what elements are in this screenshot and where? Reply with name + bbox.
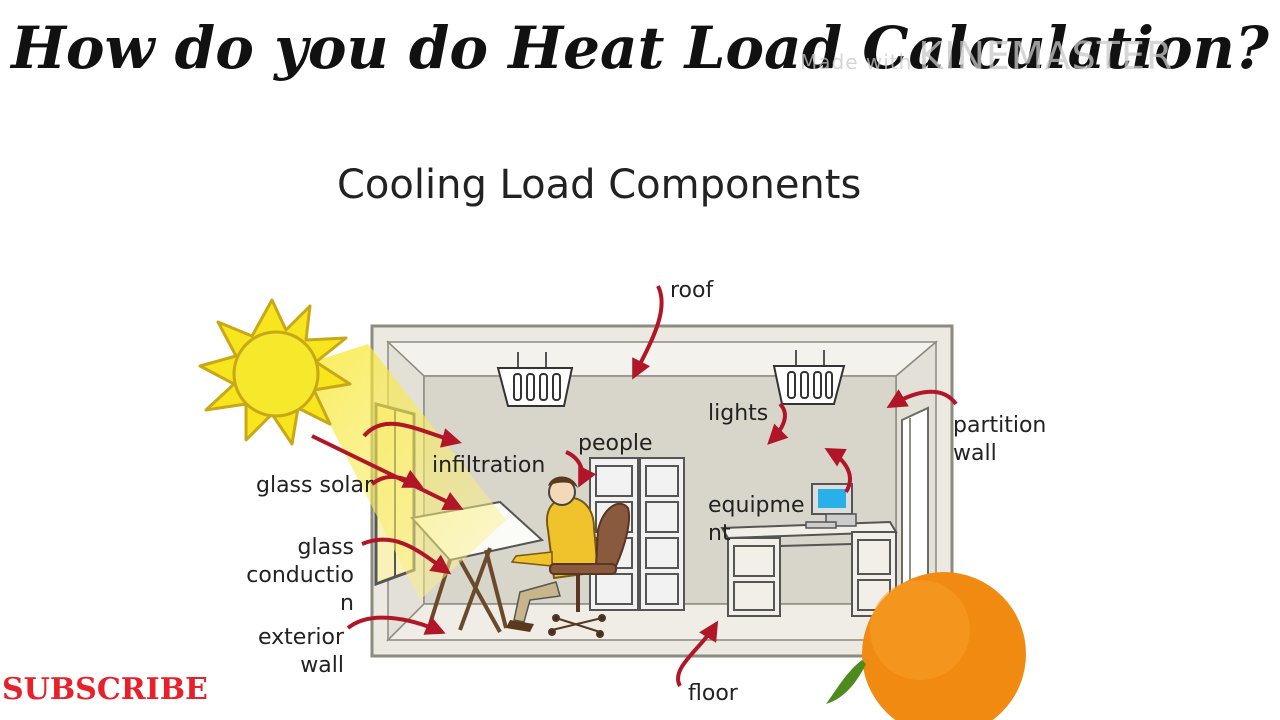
label-exterior-wall-2: wall — [300, 653, 344, 678]
label-infiltration: infiltration — [432, 453, 545, 478]
label-equipment-1: equipme — [708, 493, 805, 518]
people-arrow — [565, 450, 597, 488]
computer — [805, 483, 857, 529]
floor-arrow — [676, 620, 719, 687]
exterior-wall-arrow — [346, 615, 446, 635]
orange-fruit-icon — [826, 572, 1026, 720]
light-fixture-2 — [772, 350, 846, 405]
glass-solar-arrow-1 — [311, 434, 464, 510]
label-roof: roof — [670, 278, 714, 303]
roof-arrow — [632, 285, 664, 380]
label-glass-solar: glass solar — [256, 473, 374, 498]
label-partition-wall-1: partition — [953, 413, 1046, 438]
watermark-brand: KINEMASTER — [918, 34, 1174, 78]
label-glass-conduction-3: n — [340, 591, 354, 616]
glass-conduction-arrow — [361, 537, 452, 575]
label-glass-conduction-2: conductio — [246, 563, 354, 588]
label-floor: floor — [688, 681, 739, 706]
label-lights: lights — [708, 401, 768, 426]
person — [506, 476, 600, 632]
infiltration-arrow — [362, 421, 462, 448]
equipment-arrow — [824, 448, 852, 494]
label-equipment-2: nt — [708, 521, 731, 546]
label-exterior-wall-1: exterior — [258, 625, 345, 650]
light-fixture-1 — [496, 352, 574, 407]
heat-flow-arrows — [311, 285, 958, 687]
subscribe-button[interactable]: SUBSCRIBE — [2, 672, 208, 707]
lights-arrow — [767, 402, 789, 445]
diagram-title: Cooling Load Components — [337, 162, 862, 208]
label-people: people — [578, 431, 653, 456]
sun-icon — [198, 298, 352, 446]
glass-solar-arrow-2 — [370, 469, 424, 488]
partition-wall-arrow — [886, 389, 958, 409]
page-title: How do you do Heat Load Calculation? — [11, 14, 1269, 82]
watermark-made-with: Made with — [800, 50, 913, 74]
label-partition-wall-2: wall — [953, 441, 997, 466]
label-glass-conduction-1: glass — [298, 535, 354, 560]
office-chair — [548, 502, 630, 638]
